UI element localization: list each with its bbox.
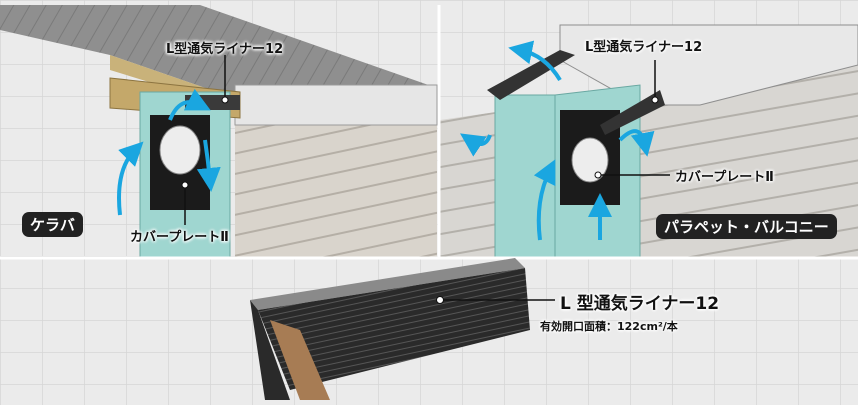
right-liner-label: L型通気ライナー12 — [585, 40, 703, 55]
product-name: L 型通気ライナー12 — [560, 294, 720, 314]
right-panel-scene — [440, 5, 858, 258]
right-panel-tag: パラペット・バルコニー — [656, 214, 837, 239]
right-plate-label: カバープレートⅡ — [675, 170, 774, 185]
left-plate-label: カバープレートⅡ — [130, 230, 229, 245]
left-panel-tag: ケラバ — [22, 212, 83, 237]
liner-side — [258, 268, 530, 390]
left-panel-scene — [0, 5, 438, 258]
left-liner-label: L型通気ライナー12 — [166, 42, 284, 57]
wall-siding — [235, 115, 437, 257]
product-spec: 有効開口面積：122cm²/本 — [540, 320, 678, 333]
product-liner — [250, 258, 555, 400]
roof — [0, 5, 437, 100]
liner-top — [250, 258, 525, 310]
